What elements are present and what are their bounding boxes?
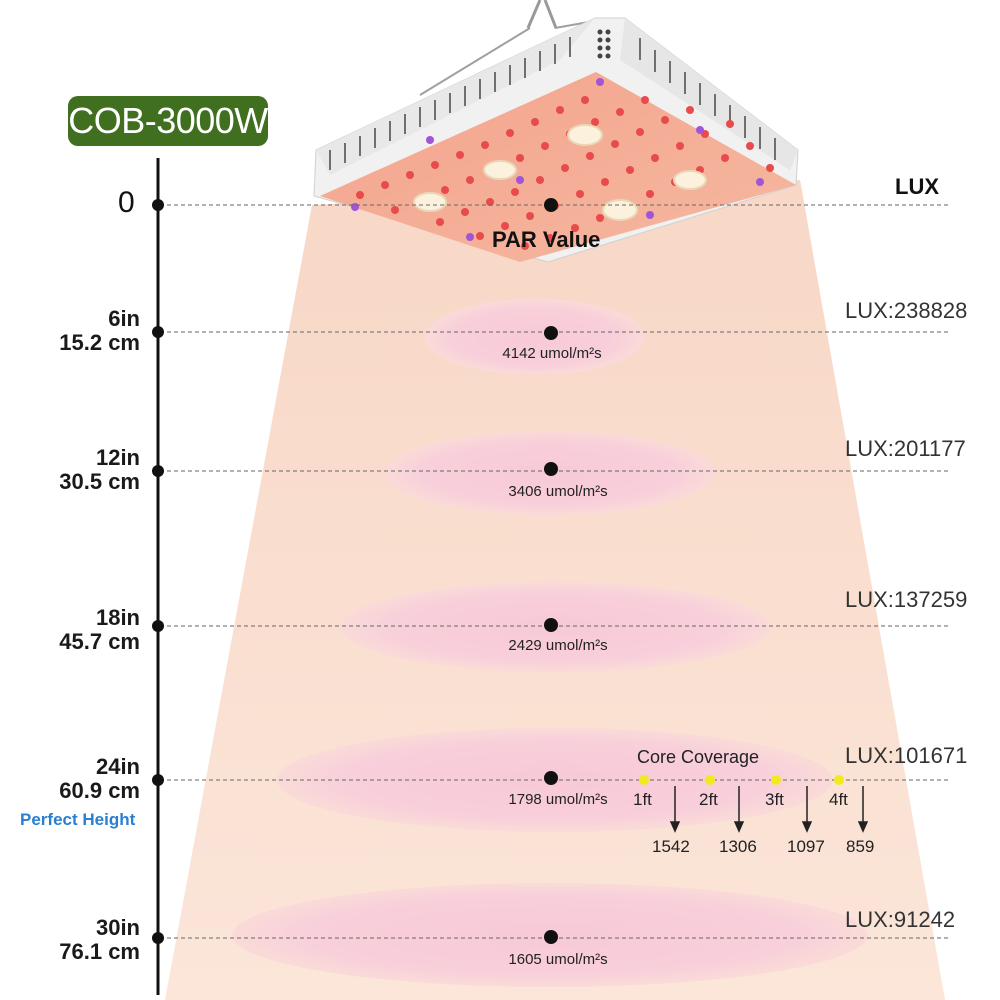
coverage-distance-1ft: 1ft bbox=[633, 790, 652, 809]
zero-height-label: 0 bbox=[118, 186, 135, 219]
lux-value-6in: LUX:238828 bbox=[845, 298, 968, 323]
coverage-value-1ft: 1542 bbox=[652, 837, 690, 856]
product-badge: COB-3000W bbox=[68, 96, 268, 146]
coverage-distance-2ft: 2ft bbox=[699, 790, 718, 809]
par-ellipse-6in bbox=[425, 299, 645, 375]
coverage-value-4ft: 859 bbox=[846, 837, 875, 856]
par-value-18in: 2429 umol/m²s bbox=[508, 637, 608, 654]
height-inches: 24in bbox=[95, 754, 140, 779]
height-label-24in: 24in 60.9 cm bbox=[59, 755, 140, 803]
height-cm: 76.1 cm bbox=[59, 939, 140, 964]
lux-value-18in: LUX:137259 bbox=[845, 587, 968, 612]
height-label-6in: 6in 15.2 cm bbox=[59, 307, 140, 355]
lux-value-30in: LUX:91242 bbox=[845, 907, 956, 932]
coverage-distance-3ft: 3ft bbox=[765, 790, 784, 809]
height-inches: 6in bbox=[108, 306, 140, 331]
par-value-6in: 4142 umol/m²s bbox=[502, 345, 602, 362]
lux-value-12in: LUX:201177 bbox=[845, 436, 966, 461]
height-label-12in: 12in 30.5 cm bbox=[59, 446, 140, 494]
height-cm: 60.9 cm bbox=[59, 778, 140, 803]
perfect-height-note: Perfect Height bbox=[20, 810, 136, 829]
lux-header: LUX bbox=[895, 174, 939, 199]
height-inches: 12in bbox=[95, 445, 140, 470]
height-label-18in: 18in 45.7 cm bbox=[59, 606, 140, 654]
axis-dots bbox=[152, 199, 164, 944]
core-coverage-markers bbox=[639, 775, 869, 833]
coverage-value-3ft: 1097 bbox=[787, 837, 825, 856]
coverage-value-2ft: 1306 bbox=[719, 837, 757, 856]
lux-value-24in: LUX:101671 bbox=[845, 743, 968, 768]
par-value-12in: 3406 umol/m²s bbox=[508, 483, 608, 500]
center-dots bbox=[544, 198, 558, 944]
core-coverage-title: Core Coverage bbox=[637, 747, 760, 767]
height-inches: 30in bbox=[95, 915, 140, 940]
height-cm: 30.5 cm bbox=[59, 469, 140, 494]
coverage-distance-4ft: 4ft bbox=[829, 790, 848, 809]
par-value-30in: 1605 umol/m²s bbox=[508, 951, 608, 968]
height-label-30in: 30in 76.1 cm bbox=[59, 916, 140, 964]
grow-light-panel bbox=[313, 17, 799, 263]
par-value-24in: 1798 umol/m²s bbox=[508, 791, 608, 808]
par-header: PAR Value bbox=[492, 227, 601, 252]
height-cm: 45.7 cm bbox=[59, 629, 140, 654]
height-cm: 15.2 cm bbox=[59, 330, 140, 355]
height-inches: 18in bbox=[95, 605, 140, 630]
